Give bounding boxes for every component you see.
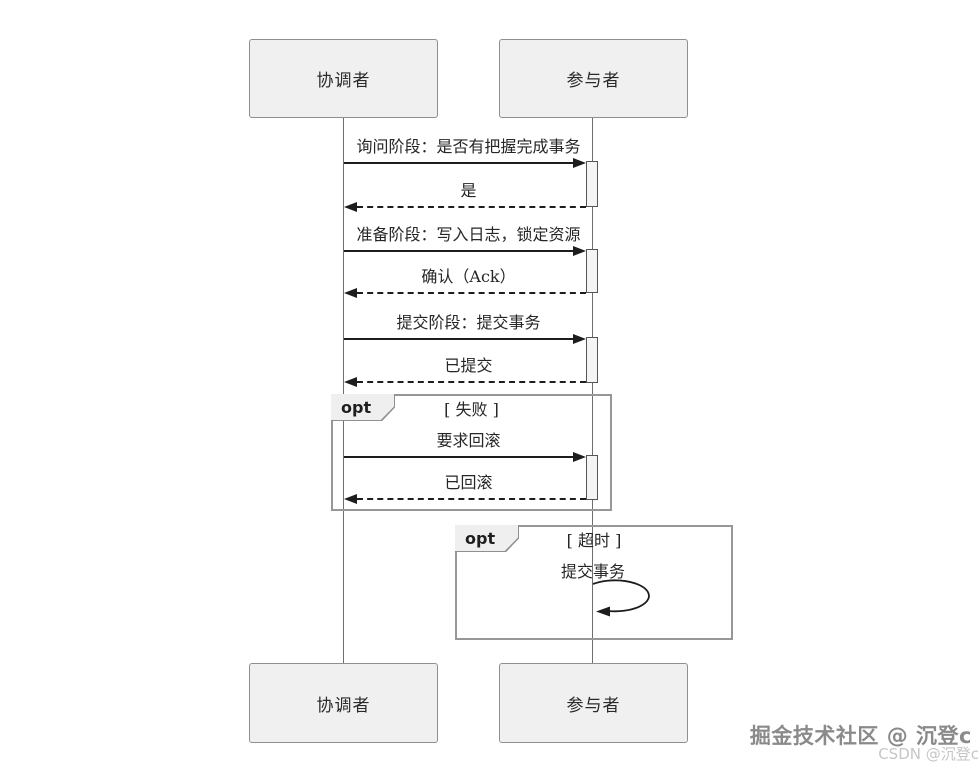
reply-label-committed: 已提交: [444, 356, 493, 375]
arrowhead-left-icon: [344, 377, 357, 387]
arrowhead-left-icon: [344, 494, 357, 504]
opt-fragment-timeout: opt: [455, 525, 733, 640]
arrowhead-left-icon: [344, 288, 357, 298]
opt-label-tab: opt: [455, 525, 519, 552]
arrowhead-right-icon: [573, 158, 586, 168]
message-line: [344, 162, 576, 164]
lifeline-participant: [592, 118, 593, 663]
reply-line: [357, 498, 586, 500]
watermark-juejin: 掘金技术社区 @ 沉登c: [749, 724, 972, 748]
self-message-label-commit: 提交事务: [560, 562, 625, 581]
watermark-csdn: CSDN @沉登c: [878, 745, 979, 763]
reply-line: [357, 381, 586, 383]
opt-operator-label: opt: [331, 394, 394, 420]
activation-bar: [586, 161, 598, 207]
message-line: [344, 250, 576, 252]
message-label-request-rollback: 要求回滚: [436, 431, 501, 450]
message-line: [344, 338, 576, 340]
self-loop-arrow-icon: [592, 579, 650, 617]
message-line: [344, 456, 576, 458]
activation-bar: [586, 337, 598, 383]
opt-fragment-failure: opt: [331, 394, 612, 511]
guard-failure: [ 失败 ]: [444, 400, 499, 419]
activation-bar: [586, 249, 598, 293]
reply-line: [357, 206, 586, 208]
reply-label-rolled-back: 已回滚: [444, 473, 493, 492]
message-label-commit-phase: 提交阶段：提交事务: [396, 313, 541, 332]
opt-operator-label: opt: [455, 525, 518, 551]
lifeline-coordinator: [343, 118, 344, 663]
arrowhead-left-icon: [344, 202, 357, 212]
arrowhead-right-icon: [573, 334, 586, 344]
message-label-query-phase: 询问阶段：是否有把握完成事务: [356, 137, 581, 156]
arrowhead-right-icon: [573, 452, 586, 462]
opt-label-tab: opt: [331, 394, 395, 421]
reply-line: [357, 292, 586, 294]
reply-label-ack: 确认（Ack）: [421, 267, 516, 286]
guard-timeout: [ 超时 ]: [566, 531, 622, 550]
message-label-prepare-phase: 准备阶段：写入日志，锁定资源: [356, 225, 581, 244]
activation-bar: [586, 455, 598, 500]
actor-coordinator-top: 协调者: [249, 39, 438, 118]
arrowhead-right-icon: [573, 246, 586, 256]
reply-label-yes: 是: [460, 181, 477, 200]
actor-coordinator-bottom: 协调者: [249, 663, 438, 743]
actor-participant-bottom: 参与者: [499, 663, 688, 743]
actor-participant-top: 参与者: [499, 39, 688, 118]
